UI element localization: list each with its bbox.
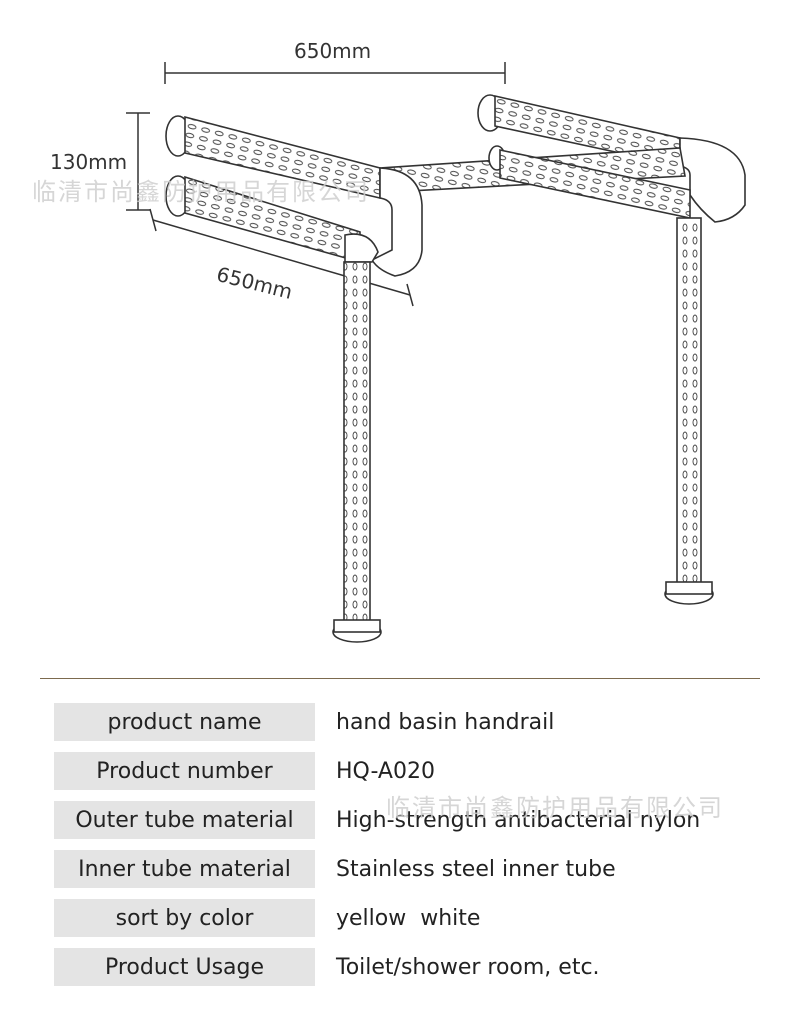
front-leg <box>332 261 382 643</box>
handrail-illustration <box>126 62 746 643</box>
product-drawing: 650mm 130mm 650mm 临清市尚鑫防护用品有限公司 <box>32 39 746 643</box>
spec-value-inner-tube: Stainless steel inner tube <box>336 856 616 882</box>
spec-row: sort by color yellow white <box>54 899 774 937</box>
spec-label-inner-tube: Inner tube material <box>54 850 315 888</box>
dimension-height-label: 130mm <box>50 150 128 174</box>
dimension-width-top-line <box>164 62 506 84</box>
spec-value-color: yellow white <box>336 905 481 931</box>
section-divider <box>40 678 760 679</box>
spec-row: Product number HQ-A020 <box>54 752 774 790</box>
spec-row: Product Usage Toilet/shower room, etc. <box>54 948 774 986</box>
spec-label-color: sort by color <box>54 899 315 937</box>
back-leg <box>664 217 714 605</box>
spec-label-product-name: product name <box>54 703 315 741</box>
front-lower-rail <box>165 175 379 264</box>
spec-label-product-number: Product number <box>54 752 315 790</box>
spec-row: Outer tube material High-strength antiba… <box>54 801 774 839</box>
spec-label-usage: Product Usage <box>54 948 315 986</box>
spec-value-product-name: hand basin handrail <box>336 709 555 735</box>
spec-value-product-number: HQ-A020 <box>336 758 435 784</box>
spec-label-outer-tube: Outer tube material <box>54 801 315 839</box>
spec-value-usage: Toilet/shower room, etc. <box>336 954 600 980</box>
spec-row: product name hand basin handrail <box>54 703 774 741</box>
spec-value-outer-tube: High-strength antibacterial nylon <box>336 807 701 833</box>
watermark-top: 临清市尚鑫防护用品有限公司 <box>32 178 370 206</box>
spec-row: Inner tube material Stainless steel inne… <box>54 850 774 888</box>
dimension-height-line <box>126 112 150 211</box>
dimension-width-top-label: 650mm <box>294 39 372 63</box>
front-top-rail <box>165 115 423 277</box>
watermark-bottom: 临清市尚鑫防护用品有限公司 <box>386 794 724 822</box>
